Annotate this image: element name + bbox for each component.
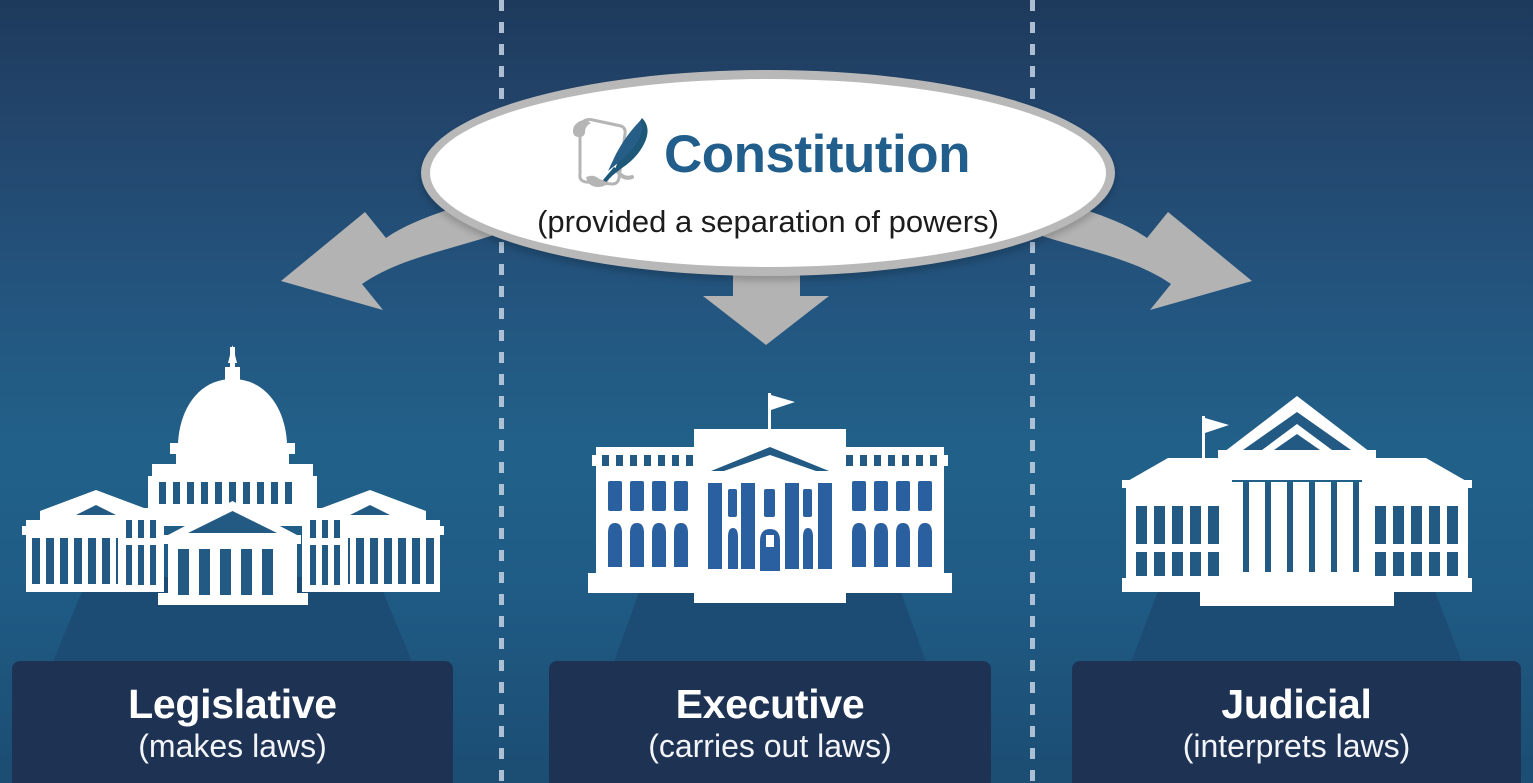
- arrow-to-judicial-icon: [1025, 186, 1252, 310]
- constitution-title: Constitution: [663, 125, 971, 184]
- white-house-icon: [588, 393, 952, 603]
- branch-subtitle-judicial: (interprets laws): [1182, 728, 1411, 765]
- branch-title-judicial: Judicial: [1221, 681, 1372, 727]
- branch-subtitle-executive: (carries out laws): [648, 728, 892, 765]
- scroll-quill-icon: [572, 117, 648, 187]
- column-divider-right: [1030, 0, 1035, 783]
- arrow-to-legislative-icon: [281, 186, 508, 310]
- column-divider-left: [499, 0, 504, 783]
- branch-subtitle-legislative: (makes laws): [138, 728, 327, 765]
- branch-legislative[interactable]: Legislative (makes laws): [0, 0, 465, 783]
- capitol-building-icon: [21, 345, 444, 605]
- branch-executive[interactable]: Executive (carries out laws): [537, 0, 1003, 783]
- constitution-subtitle: (provided a separation of powers): [537, 203, 999, 239]
- supreme-court-building-icon: [1121, 396, 1472, 606]
- branch-title-legislative: Legislative: [128, 681, 337, 727]
- label-box-legislative: Legislative (makes laws): [12, 661, 453, 783]
- constitution-title-row: Constitution: [566, 114, 971, 196]
- constitution-callout[interactable]: Constitution (provided a separation of p…: [421, 70, 1115, 276]
- branch-judicial[interactable]: Judicial (interprets laws): [1060, 0, 1533, 783]
- label-box-executive: Executive (carries out laws): [549, 661, 991, 783]
- branch-title-executive: Executive: [675, 681, 865, 727]
- label-box-judicial: Judicial (interprets laws): [1072, 661, 1521, 783]
